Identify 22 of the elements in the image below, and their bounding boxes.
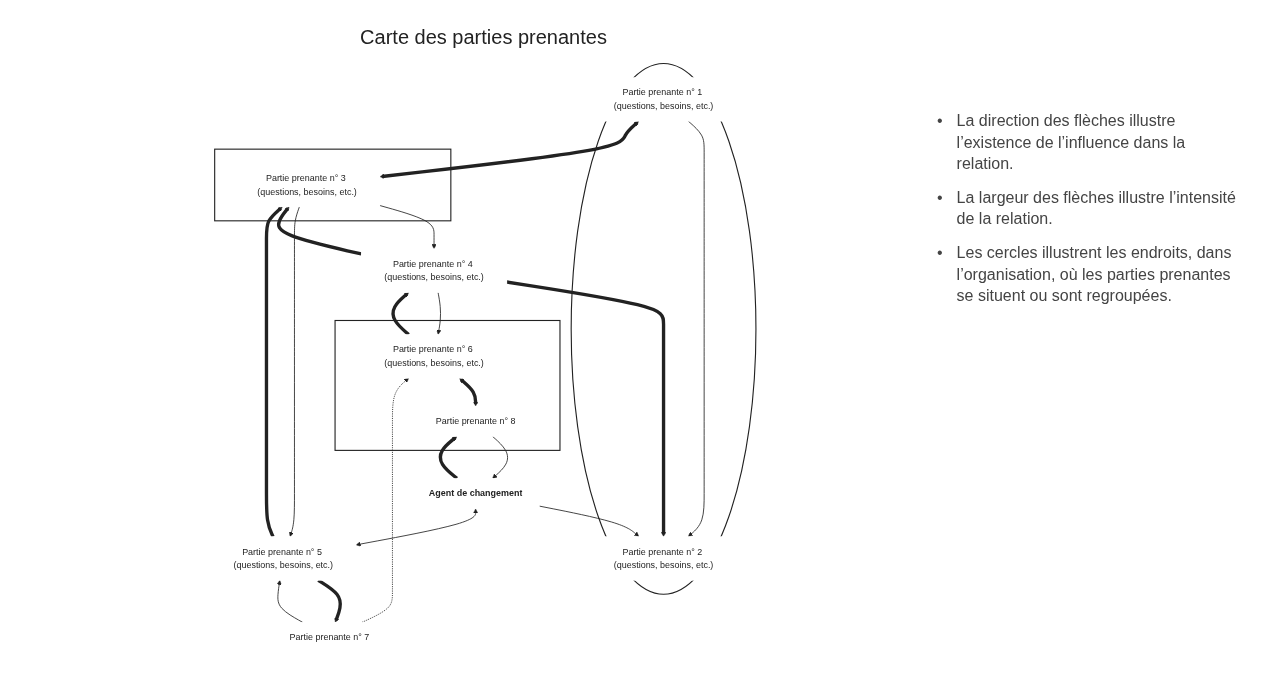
arrow: [391, 292, 411, 336]
arrow: [277, 206, 362, 256]
cluster: [334, 319, 561, 451]
bullet-mark: •: [937, 242, 943, 263]
node-text: Partie prenante n° 8: [436, 416, 516, 426]
note-text: Les cercles illustrent les endroits, dans l’organisation, où les parties prenantes se situent ou sont regroupées.: [956, 242, 1233, 307]
node-text: Partie prenante n° 4 (questions, besoins, etc.): [384, 258, 485, 282]
node-text: Agent de changement: [429, 488, 523, 498]
node-text: Partie prenante n° 3 (questions, besoins, etc.): [257, 173, 358, 197]
arrow: [265, 206, 283, 538]
node-text: Partie prenante n° 5 (questions, besoins, etc.): [233, 546, 334, 570]
cluster: [214, 148, 452, 222]
node-text: Partie prenante n° 6 (questions, besoins, etc.): [384, 344, 485, 368]
bullet-mark: •: [937, 111, 943, 131]
note-text: La largeur des flèches illustre l’intensité de la relation.: [956, 187, 1237, 230]
arrow: [459, 378, 479, 407]
arrow: [439, 436, 459, 480]
arrow: [379, 121, 640, 179]
bullet-mark: •: [937, 187, 943, 208]
diagram-title: Carte des parties prenantes: [359, 26, 608, 49]
node-text: Partie prenante n° 7: [289, 632, 370, 642]
note-text: La direction des flèches illustre l’existence de l’influence dans la relation.: [956, 111, 1187, 175]
